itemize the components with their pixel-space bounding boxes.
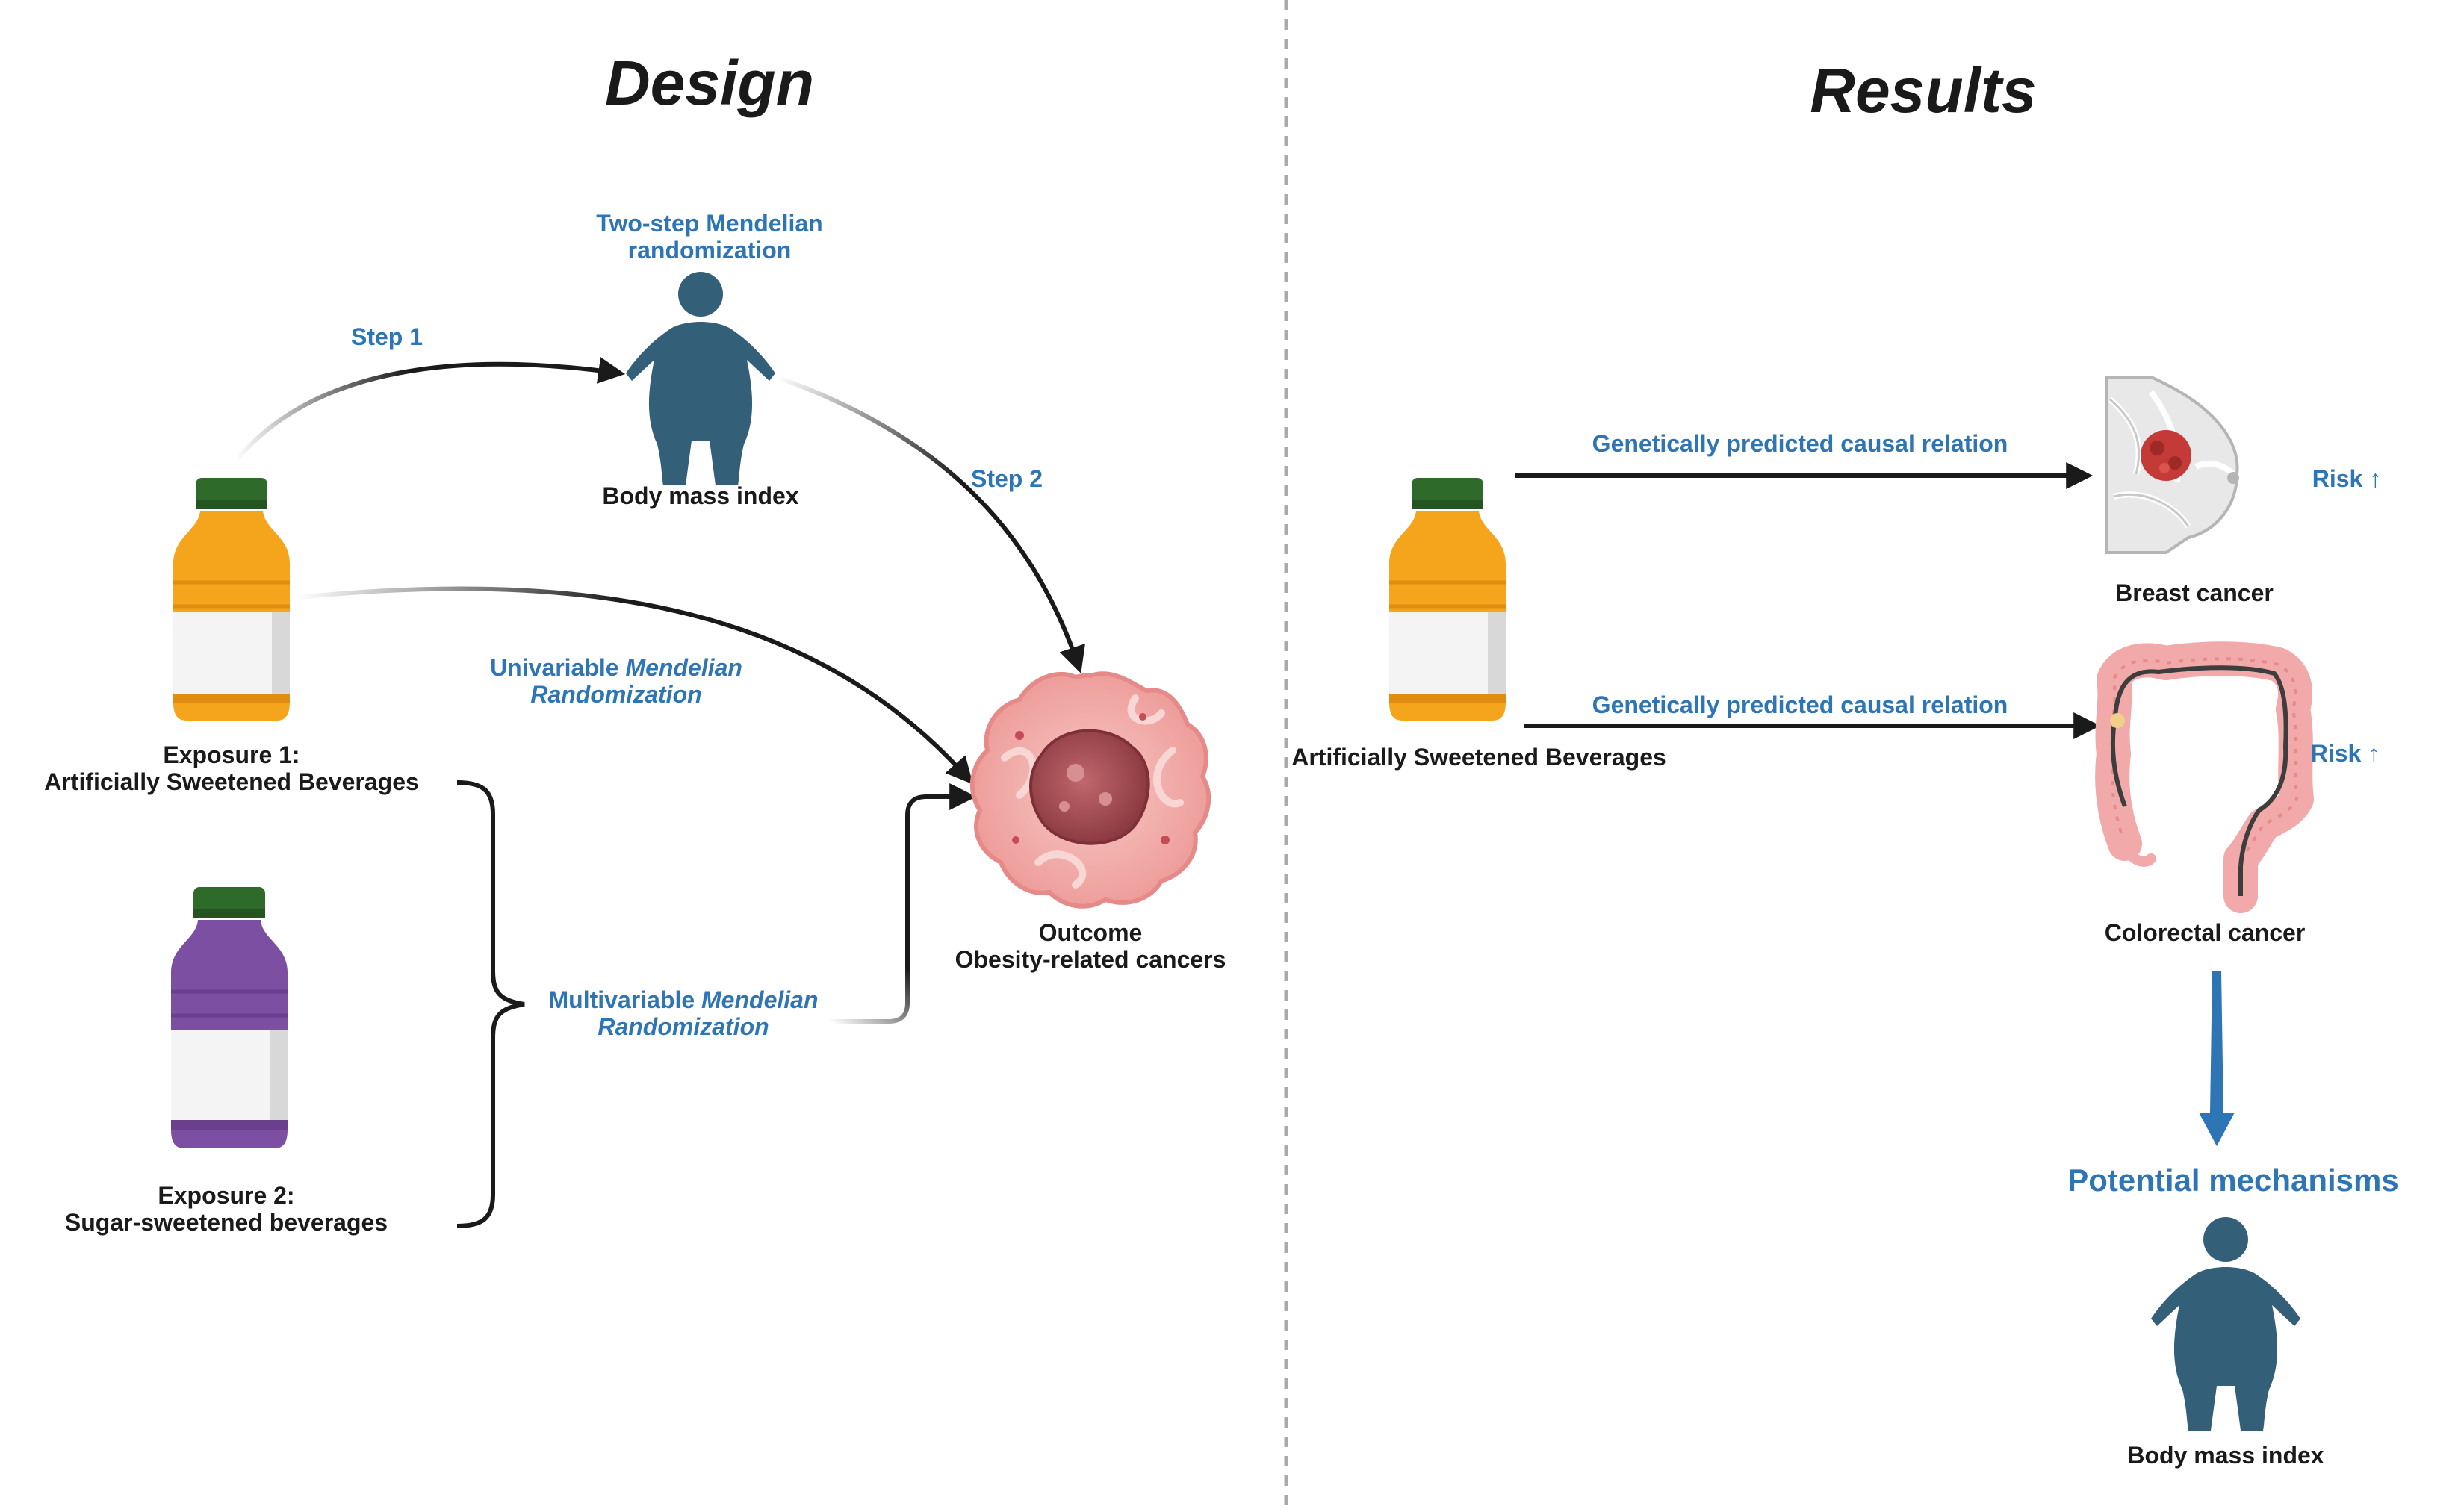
exposure2-label-1: Exposure 2: (158, 1182, 294, 1209)
arrow-univariable (298, 586, 973, 785)
risk2-label: Risk ↑ (2311, 740, 2380, 767)
bmi-label-design: Body mass index (602, 482, 798, 509)
univariable-label-2: Randomization (530, 681, 701, 708)
breast-cancer-label: Breast cancer (2115, 579, 2274, 606)
two-step-label-2: randomization (628, 237, 792, 264)
breast-icon (2105, 376, 2239, 554)
person-icon (2151, 1217, 2300, 1431)
design-title: Design (605, 48, 814, 118)
exposure2-label-2: Sugar-sweetened beverages (65, 1209, 388, 1236)
outcome-label-1: Outcome (1039, 919, 1143, 946)
results-title: Results (1810, 55, 2036, 125)
person-icon (626, 272, 775, 485)
risk1-label: Risk ↑ (2312, 465, 2381, 492)
mechanism-arrow (2199, 971, 2235, 1146)
colorectal-cancer-label: Colorectal cancer (2105, 919, 2306, 946)
bottle-orange-icon (173, 478, 290, 721)
step1-label: Step 1 (351, 323, 423, 350)
step2-label: Step 2 (971, 465, 1043, 492)
exposure1-label-1: Exposure 1: (163, 741, 300, 768)
bottle-purple-icon (171, 887, 288, 1148)
bottle-orange-icon (1389, 478, 1506, 721)
multivariable-label-2: Randomization (598, 1013, 769, 1040)
arrow-multivariable (822, 783, 977, 1024)
mechanisms-label: Potential mechanisms (2067, 1163, 2398, 1198)
colon-icon (2095, 641, 2314, 913)
exposure1-label-2: Artificially Sweetened Beverages (44, 768, 419, 795)
arrow-step2 (775, 375, 1085, 673)
multivariable-label: Multivariable Mendelian (549, 986, 819, 1013)
beverage-label-results: Artificially Sweetened Beverages (1291, 744, 1666, 771)
exposure-brace (456, 780, 525, 1228)
univariable-label: Univariable Mendelian (490, 654, 742, 681)
two-step-label-1: Two-step Mendelian (596, 210, 822, 237)
outcome-label-2: Obesity-related cancers (955, 946, 1226, 973)
relation2-label: Genetically predicted causal relation (1592, 691, 2008, 718)
cancer-cell-icon (969, 671, 1211, 909)
relation1-label: Genetically predicted causal relation (1592, 430, 2008, 457)
bmi-label-results: Body mass index (2127, 1442, 2324, 1469)
arrow-step1 (233, 357, 626, 463)
